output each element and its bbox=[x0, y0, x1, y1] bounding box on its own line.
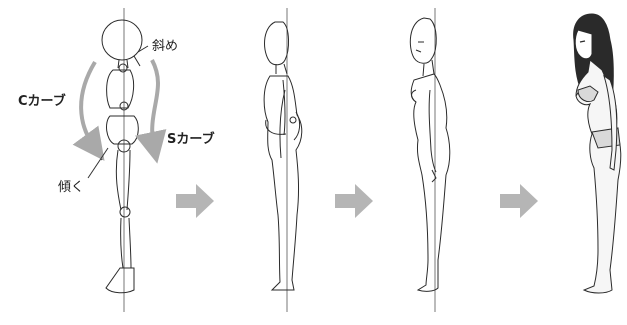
stage-arrow-1 bbox=[176, 184, 214, 218]
head-detailed bbox=[410, 18, 436, 63]
figure-4-finished bbox=[574, 14, 621, 293]
head-circle bbox=[102, 20, 142, 60]
head-outline bbox=[265, 22, 289, 65]
body-outline bbox=[264, 76, 302, 290]
label-diagonal: 斜め bbox=[152, 40, 178, 53]
foot-shape bbox=[106, 268, 134, 293]
label-s-curve: Sカーブ bbox=[167, 133, 215, 146]
figure-2-outline bbox=[264, 8, 302, 312]
label-c-curve: Cカーブ bbox=[18, 95, 66, 108]
stage-arrow-3 bbox=[500, 184, 538, 218]
c-curve-arrow bbox=[81, 62, 95, 148]
s-curve-arrow bbox=[152, 60, 158, 148]
tilt-marker bbox=[95, 132, 102, 160]
body-detailed bbox=[411, 74, 450, 291]
figure-1-skeleton bbox=[95, 8, 148, 312]
ribcage-shape bbox=[107, 70, 134, 108]
stage-arrow-2 bbox=[335, 184, 373, 218]
figure-3-detailed bbox=[410, 8, 449, 312]
label-tilt: 傾く bbox=[58, 181, 84, 194]
tilt-leader-line bbox=[88, 148, 108, 178]
